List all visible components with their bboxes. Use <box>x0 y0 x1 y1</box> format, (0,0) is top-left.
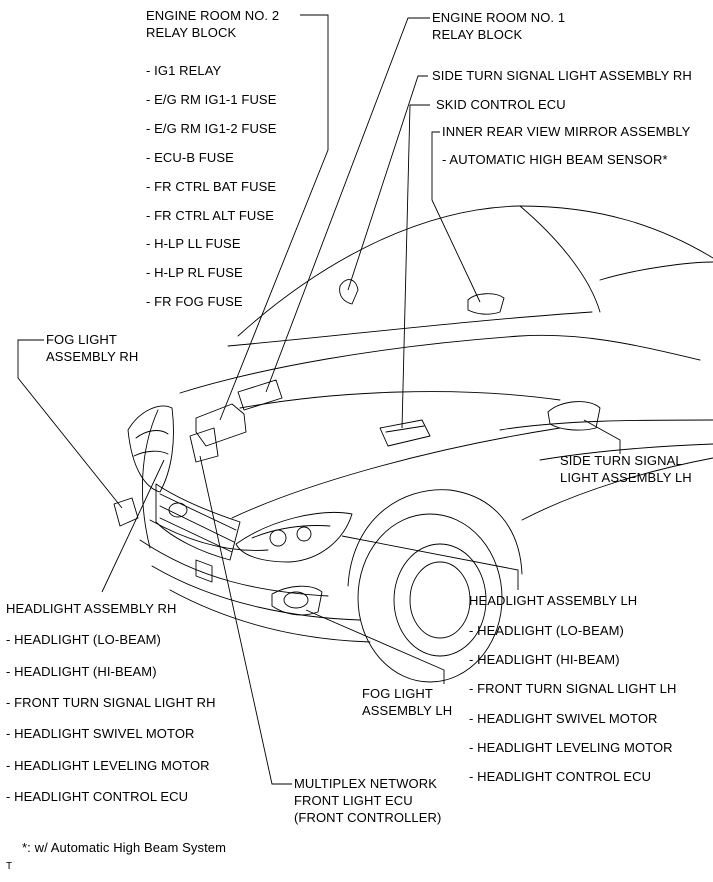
headlight-lh-item: - HEADLIGHT LEVELING MOTOR <box>469 740 673 755</box>
leader-er2 <box>219 14 329 421</box>
mirror-item: - AUTOMATIC HIGH BEAM SENSOR* <box>442 152 668 167</box>
er1-relay-block-shape <box>237 379 283 411</box>
headlight-rh-item: - HEADLIGHT (HI-BEAM) <box>6 664 157 679</box>
leader-fog-lh <box>305 609 445 684</box>
er2-item: - E/G RM IG1-1 FUSE <box>146 92 277 107</box>
bumper-line <box>139 539 329 597</box>
skid-control-ecu-shape <box>379 419 431 447</box>
leader-fog-rh <box>17 339 123 509</box>
headlight-lh-shape <box>235 512 353 563</box>
corner-mark: T <box>6 861 13 872</box>
headlight-rh-shape <box>127 405 174 493</box>
bumper-bottom <box>169 589 371 643</box>
wheel-arch <box>347 489 523 587</box>
wheel-rim <box>393 543 487 657</box>
leader-headlight-lh <box>341 535 519 590</box>
emblem <box>168 502 188 518</box>
hood-crease <box>239 391 561 409</box>
footnote: *: w/ Automatic High Beam System <box>22 840 227 855</box>
leader-skid <box>401 104 430 429</box>
hood-line <box>179 334 701 394</box>
inner-mirror <box>467 293 505 315</box>
er2-title: ENGINE ROOM NO. 2 RELAY BLOCK <box>146 8 280 40</box>
grille-outline <box>155 483 241 561</box>
fender-front <box>141 409 159 549</box>
wheel <box>357 513 503 683</box>
side-body <box>521 457 713 521</box>
side-turn-lh-label: SIDE TURN SIGNAL LIGHT ASSEMBLY LH <box>560 453 692 485</box>
er2-item: - H-LP RL FUSE <box>146 265 243 280</box>
fog-lh-label: FOG LIGHT ASSEMBLY LH <box>362 686 453 718</box>
fog-lh-shape <box>271 585 323 616</box>
fog-rh-shape <box>113 497 139 527</box>
headlight-lh-title: HEADLIGHT ASSEMBLY LH <box>469 593 638 608</box>
er2-item: - H-LP LL FUSE <box>146 236 241 251</box>
headlight-rh-item: - HEADLIGHT CONTROL ECU <box>6 789 189 804</box>
leader-er1 <box>265 17 430 393</box>
bumper-top <box>149 519 269 551</box>
headlight-rh-item: - FRONT TURN SIGNAL LIGHT RH <box>6 695 216 710</box>
roof-edge <box>599 261 713 281</box>
er2-item: - FR FOG FUSE <box>146 294 243 309</box>
headlight-rh-item: - HEADLIGHT LEVELING MOTOR <box>6 758 210 773</box>
headlight-lh-item: - HEADLIGHT SWIVEL MOTOR <box>469 711 658 726</box>
fog-rh-label: FOG LIGHT ASSEMBLY RH <box>46 332 139 364</box>
leader-headlight-rh <box>101 459 165 593</box>
bumper-lower <box>151 565 361 621</box>
roof-line <box>237 205 713 337</box>
er2-item: - E/G RM IG1-2 FUSE <box>146 121 277 136</box>
mirror-title: INNER REAR VIEW MIRROR ASSEMBLY <box>442 124 691 139</box>
side-mirror-rh <box>339 279 359 305</box>
plate-recess <box>195 559 213 583</box>
leader-side-turn-lh <box>583 419 621 454</box>
headlight-lh-item: - HEADLIGHT CONTROL ECU <box>469 769 652 784</box>
headlight-rh-item: - HEADLIGHT (LO-BEAM) <box>6 632 161 647</box>
multiplex-label: MULTIPLEX NETWORK FRONT LIGHT ECU (FRONT… <box>294 776 442 825</box>
hood-front-edge <box>231 427 561 519</box>
leader-multiplex <box>199 455 292 785</box>
a-pillar <box>519 205 601 313</box>
headlight-lh-item: - HEADLIGHT (HI-BEAM) <box>469 652 620 667</box>
side-turn-rh-label: SIDE TURN SIGNAL LIGHT ASSEMBLY RH <box>432 68 692 83</box>
headlight-rh-title: HEADLIGHT ASSEMBLY RH <box>6 601 177 616</box>
headlight-lh-item: - FRONT TURN SIGNAL LIGHT LH <box>469 681 677 696</box>
er2-item: - FR CTRL ALT FUSE <box>146 208 274 223</box>
leader-mirror <box>431 131 481 303</box>
er1-title: ENGINE ROOM NO. 1 RELAY BLOCK <box>432 10 566 42</box>
er2-item: - ECU-B FUSE <box>146 150 234 165</box>
er2-item: - FR CTRL BAT FUSE <box>146 179 277 194</box>
er2-relay-block-shape <box>195 403 247 447</box>
leader-side-turn-rh <box>347 75 428 291</box>
windshield-base <box>227 311 593 347</box>
headlight-rh-item: - HEADLIGHT SWIVEL MOTOR <box>6 726 195 741</box>
multiplex-ecu-shape <box>189 427 219 463</box>
er2-item: - IG1 RELAY <box>146 63 222 78</box>
side-mirror-lh <box>547 401 601 431</box>
skid-control-label: SKID CONTROL ECU <box>436 97 566 112</box>
headlight-lh-item: - HEADLIGHT (LO-BEAM) <box>469 623 624 638</box>
